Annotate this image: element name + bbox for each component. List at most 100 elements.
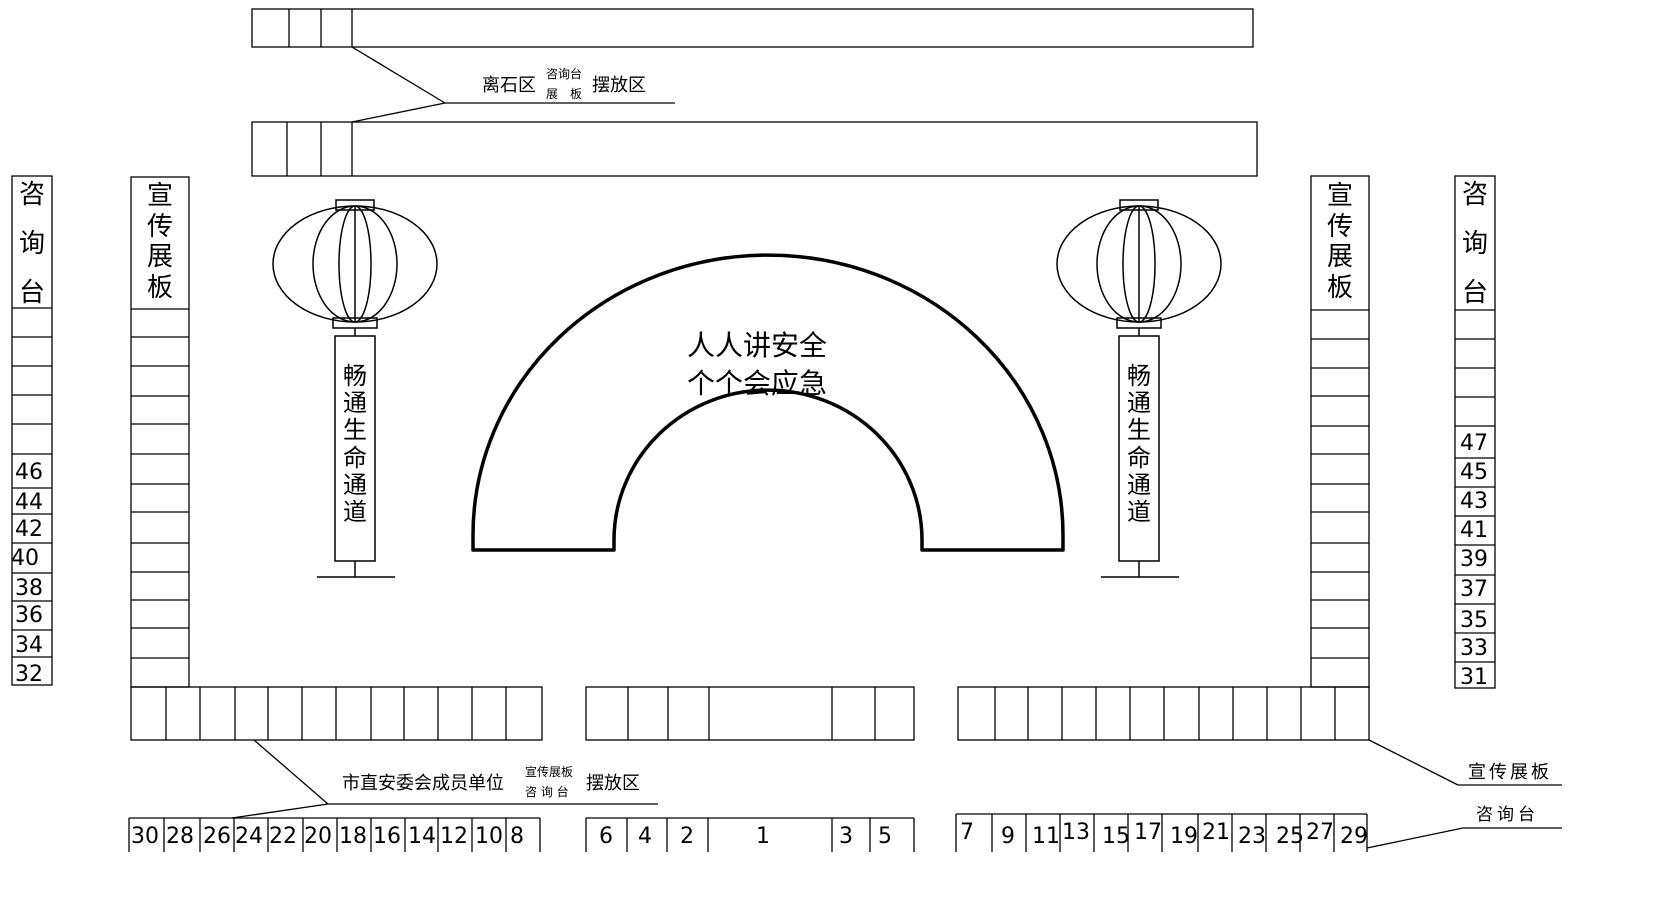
arch-slogan-line1: 人人讲安全: [687, 329, 828, 362]
board-title-char: 传: [1326, 211, 1353, 242]
desk-number: 8: [510, 824, 524, 849]
desk-number: 18: [339, 824, 367, 849]
left-desk-column: [11, 175, 53, 686]
desk-number: 41: [1460, 518, 1488, 543]
top-zone-suffix: 摆放区: [592, 75, 646, 96]
desk-number: 37: [1460, 577, 1488, 602]
desk-number: 12: [440, 824, 468, 849]
desk-number: 5: [878, 824, 892, 849]
desk-number: 16: [373, 824, 401, 849]
desk-number: 27: [1306, 820, 1334, 845]
top-zone-name: 离石区: [482, 75, 536, 96]
desk-number: 24: [235, 824, 263, 849]
banner-char: 命: [343, 443, 367, 472]
desk-number: 29: [1340, 824, 1368, 849]
desk-number: 4: [638, 824, 652, 849]
top-zone-small-bottom: 展 板: [546, 87, 583, 101]
desk-number: 39: [1460, 547, 1488, 572]
banner-char: 通: [1127, 389, 1151, 418]
desk-number: 34: [15, 633, 43, 658]
desk-number: 20: [304, 824, 332, 849]
desk-number: 13: [1062, 820, 1090, 845]
desk-number: 38: [15, 576, 43, 601]
top-zone-leader: [351, 102, 446, 123]
top-booth-row-lower: [251, 121, 1258, 177]
left-desk-title: 咨询台: [12, 182, 52, 306]
desk-number: 44: [15, 490, 43, 515]
left-lantern: [272, 199, 438, 578]
desk-number: 33: [1460, 636, 1488, 661]
board-label-leader: [1368, 739, 1459, 786]
desk-number: 32: [15, 662, 43, 687]
desk-number: 36: [15, 603, 43, 628]
board-title-char: 展: [146, 242, 173, 273]
right-lantern: [1056, 199, 1222, 578]
banner-char: 道: [1127, 497, 1151, 526]
desk-title-char: 询: [18, 229, 45, 259]
left-board-title: 宣传展板: [131, 183, 189, 301]
top-booth-row-upper: [251, 8, 1254, 48]
desk-title-char: 台: [1461, 278, 1488, 308]
banner-char: 生: [343, 416, 367, 445]
right-desk-title: 咨询台: [1455, 182, 1495, 306]
desk-title-char: 咨: [1461, 180, 1488, 210]
banner-char: 畅: [1127, 362, 1151, 390]
desk-number: 26: [203, 824, 231, 849]
desk-number: 28: [166, 824, 194, 849]
desk-number: 14: [408, 824, 436, 849]
board-title-char: 板: [146, 272, 173, 303]
left-lantern-banner: 畅通生命通道: [335, 364, 375, 524]
top-zone-leader: [351, 46, 446, 104]
desk-number: 17: [1134, 820, 1162, 845]
banner-char: 通: [343, 389, 367, 418]
desk-number: 2: [680, 824, 694, 849]
bottom-zone-name: 市直安委会成员单位: [342, 773, 504, 794]
desk-number: 1: [756, 824, 770, 849]
desk-title-char: 询: [1461, 229, 1488, 259]
desk-title-char: 咨: [18, 180, 45, 210]
bottom-zone-suffix: 摆放区: [586, 773, 640, 794]
right-desk-column: [1454, 175, 1496, 689]
desk-number: 21: [1202, 820, 1230, 845]
top-zone-small-top: 咨询台: [546, 67, 583, 81]
desk-number: 15: [1102, 824, 1130, 849]
desk-number: 25: [1276, 824, 1304, 849]
desk-number: 31: [1460, 665, 1488, 690]
desk-number: 10: [475, 824, 503, 849]
bottom-zone-leader: [231, 803, 329, 819]
bottom-zone-small-top: 宣传展板: [525, 765, 574, 779]
desk-number: 22: [269, 824, 297, 849]
desk-number: 46: [15, 460, 43, 485]
desk-number: 6: [599, 824, 613, 849]
banner-char: 通: [343, 470, 367, 499]
board-title-char: 展: [1326, 242, 1353, 273]
desk-number: 19: [1170, 824, 1198, 849]
board-label: 宣传展板: [1468, 762, 1552, 783]
desk-label-leader: [1366, 827, 1464, 849]
banner-char: 通: [1127, 470, 1151, 499]
desk-number: 43: [1460, 489, 1488, 514]
right-board-title: 宣传展板: [1311, 183, 1369, 301]
desk-number: 40: [11, 546, 39, 571]
bottom-zone-leader: [253, 739, 329, 805]
banner-char: 道: [343, 497, 367, 526]
arch-slogan-line2: 个个会应急: [687, 367, 828, 400]
banner-char: 命: [1127, 443, 1151, 472]
desk-label: 咨询台: [1476, 805, 1539, 825]
center-arch: [471, 253, 1065, 552]
desk-number: 7: [960, 820, 974, 845]
board-title-char: 宣: [1326, 181, 1353, 211]
banner-char: 生: [1127, 416, 1151, 445]
desk-title-char: 台: [18, 278, 45, 308]
board-title-char: 板: [1326, 272, 1353, 303]
right-lantern-banner: 畅通生命通道: [1119, 364, 1159, 524]
desk-number: 30: [131, 824, 159, 849]
board-title-char: 宣: [146, 181, 173, 211]
desk-number: 3: [839, 824, 853, 849]
desk-number: 47: [1460, 431, 1488, 456]
desk-number: 35: [1460, 608, 1488, 633]
desk-number: 45: [1460, 460, 1488, 485]
banner-char: 畅: [343, 362, 367, 390]
board-title-char: 传: [146, 211, 173, 242]
